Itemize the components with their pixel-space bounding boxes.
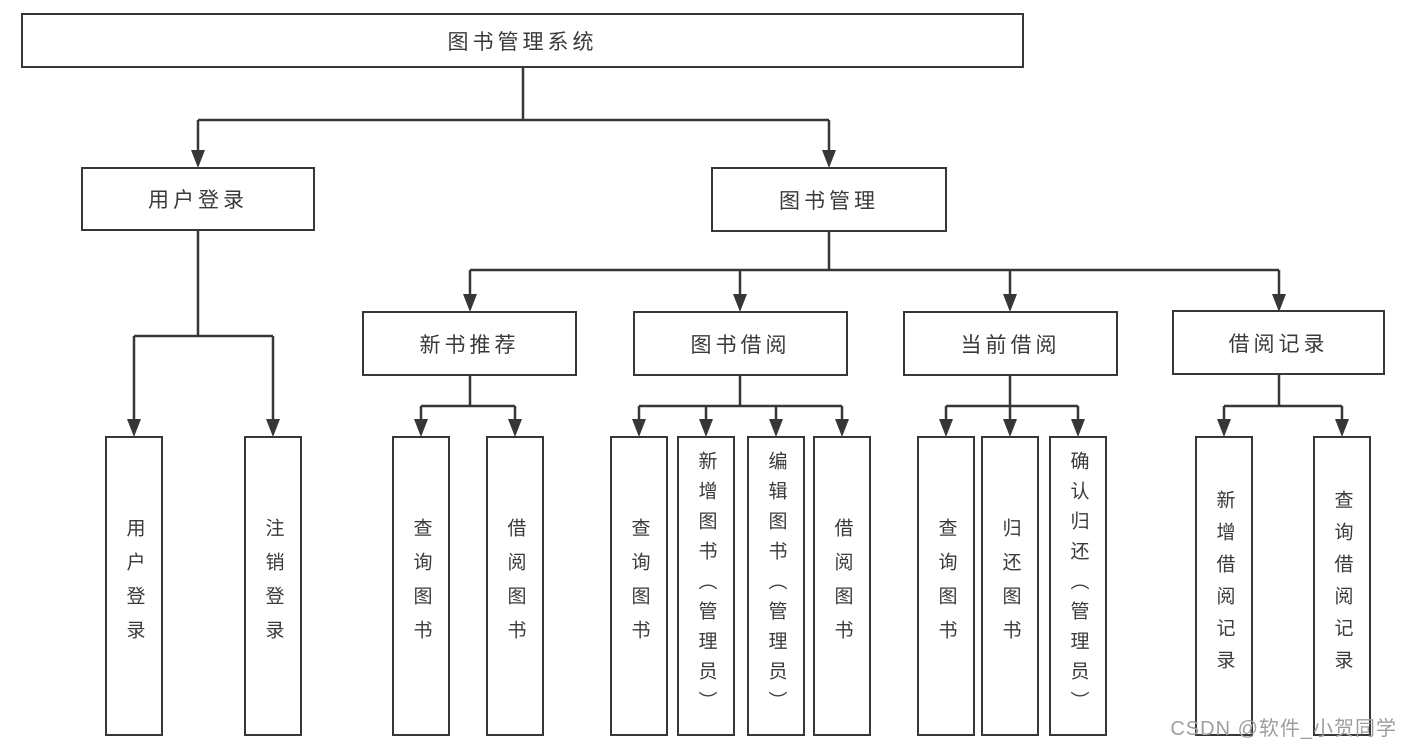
leaf-bb-borrow-books: 借阅图书 (813, 436, 871, 736)
connector-book-mgmt-to-level3 (463, 232, 1286, 312)
leaf-user-login: 用户登录 (105, 436, 163, 736)
leaf-br-add-record: 新增借阅记录 (1195, 436, 1253, 736)
node-current-borrow: 当前借阅 (903, 311, 1118, 376)
node-borrow-records: 借阅记录 (1172, 310, 1385, 375)
connector-book-borrow-group (632, 376, 849, 437)
node-book-borrow: 图书借阅 (633, 311, 848, 376)
leaf-bb-edit-books-admin: 编辑图书（管理员） (747, 436, 805, 736)
connector-user-login-group (127, 231, 280, 437)
leaf-cb-confirm-return-admin: 确认归还（管理员） (1049, 436, 1107, 736)
connector-root-to-level2 (191, 68, 836, 168)
leaf-cb-return-books: 归还图书 (981, 436, 1039, 736)
leaf-nb-query-books: 查询图书 (392, 436, 450, 736)
node-book-management: 图书管理 (711, 167, 947, 232)
connector-new-books-group (414, 376, 522, 437)
connector-current-borrow-group (939, 376, 1085, 437)
csdn-watermark: CSDN @软件_小贺同学 (1170, 718, 1397, 740)
leaf-logout: 注销登录 (244, 436, 302, 736)
connector-borrow-records-group (1217, 375, 1349, 437)
leaf-bb-query-books: 查询图书 (610, 436, 668, 736)
leaf-bb-add-books-admin: 新增图书（管理员） (677, 436, 735, 736)
node-root-library-system: 图书管理系统 (21, 13, 1024, 68)
leaf-cb-query-books: 查询图书 (917, 436, 975, 736)
leaf-nb-borrow-books: 借阅图书 (486, 436, 544, 736)
leaf-br-query-record: 查询借阅记录 (1313, 436, 1371, 736)
node-new-book-recommend: 新书推荐 (362, 311, 577, 376)
node-user-login: 用户登录 (81, 167, 315, 231)
